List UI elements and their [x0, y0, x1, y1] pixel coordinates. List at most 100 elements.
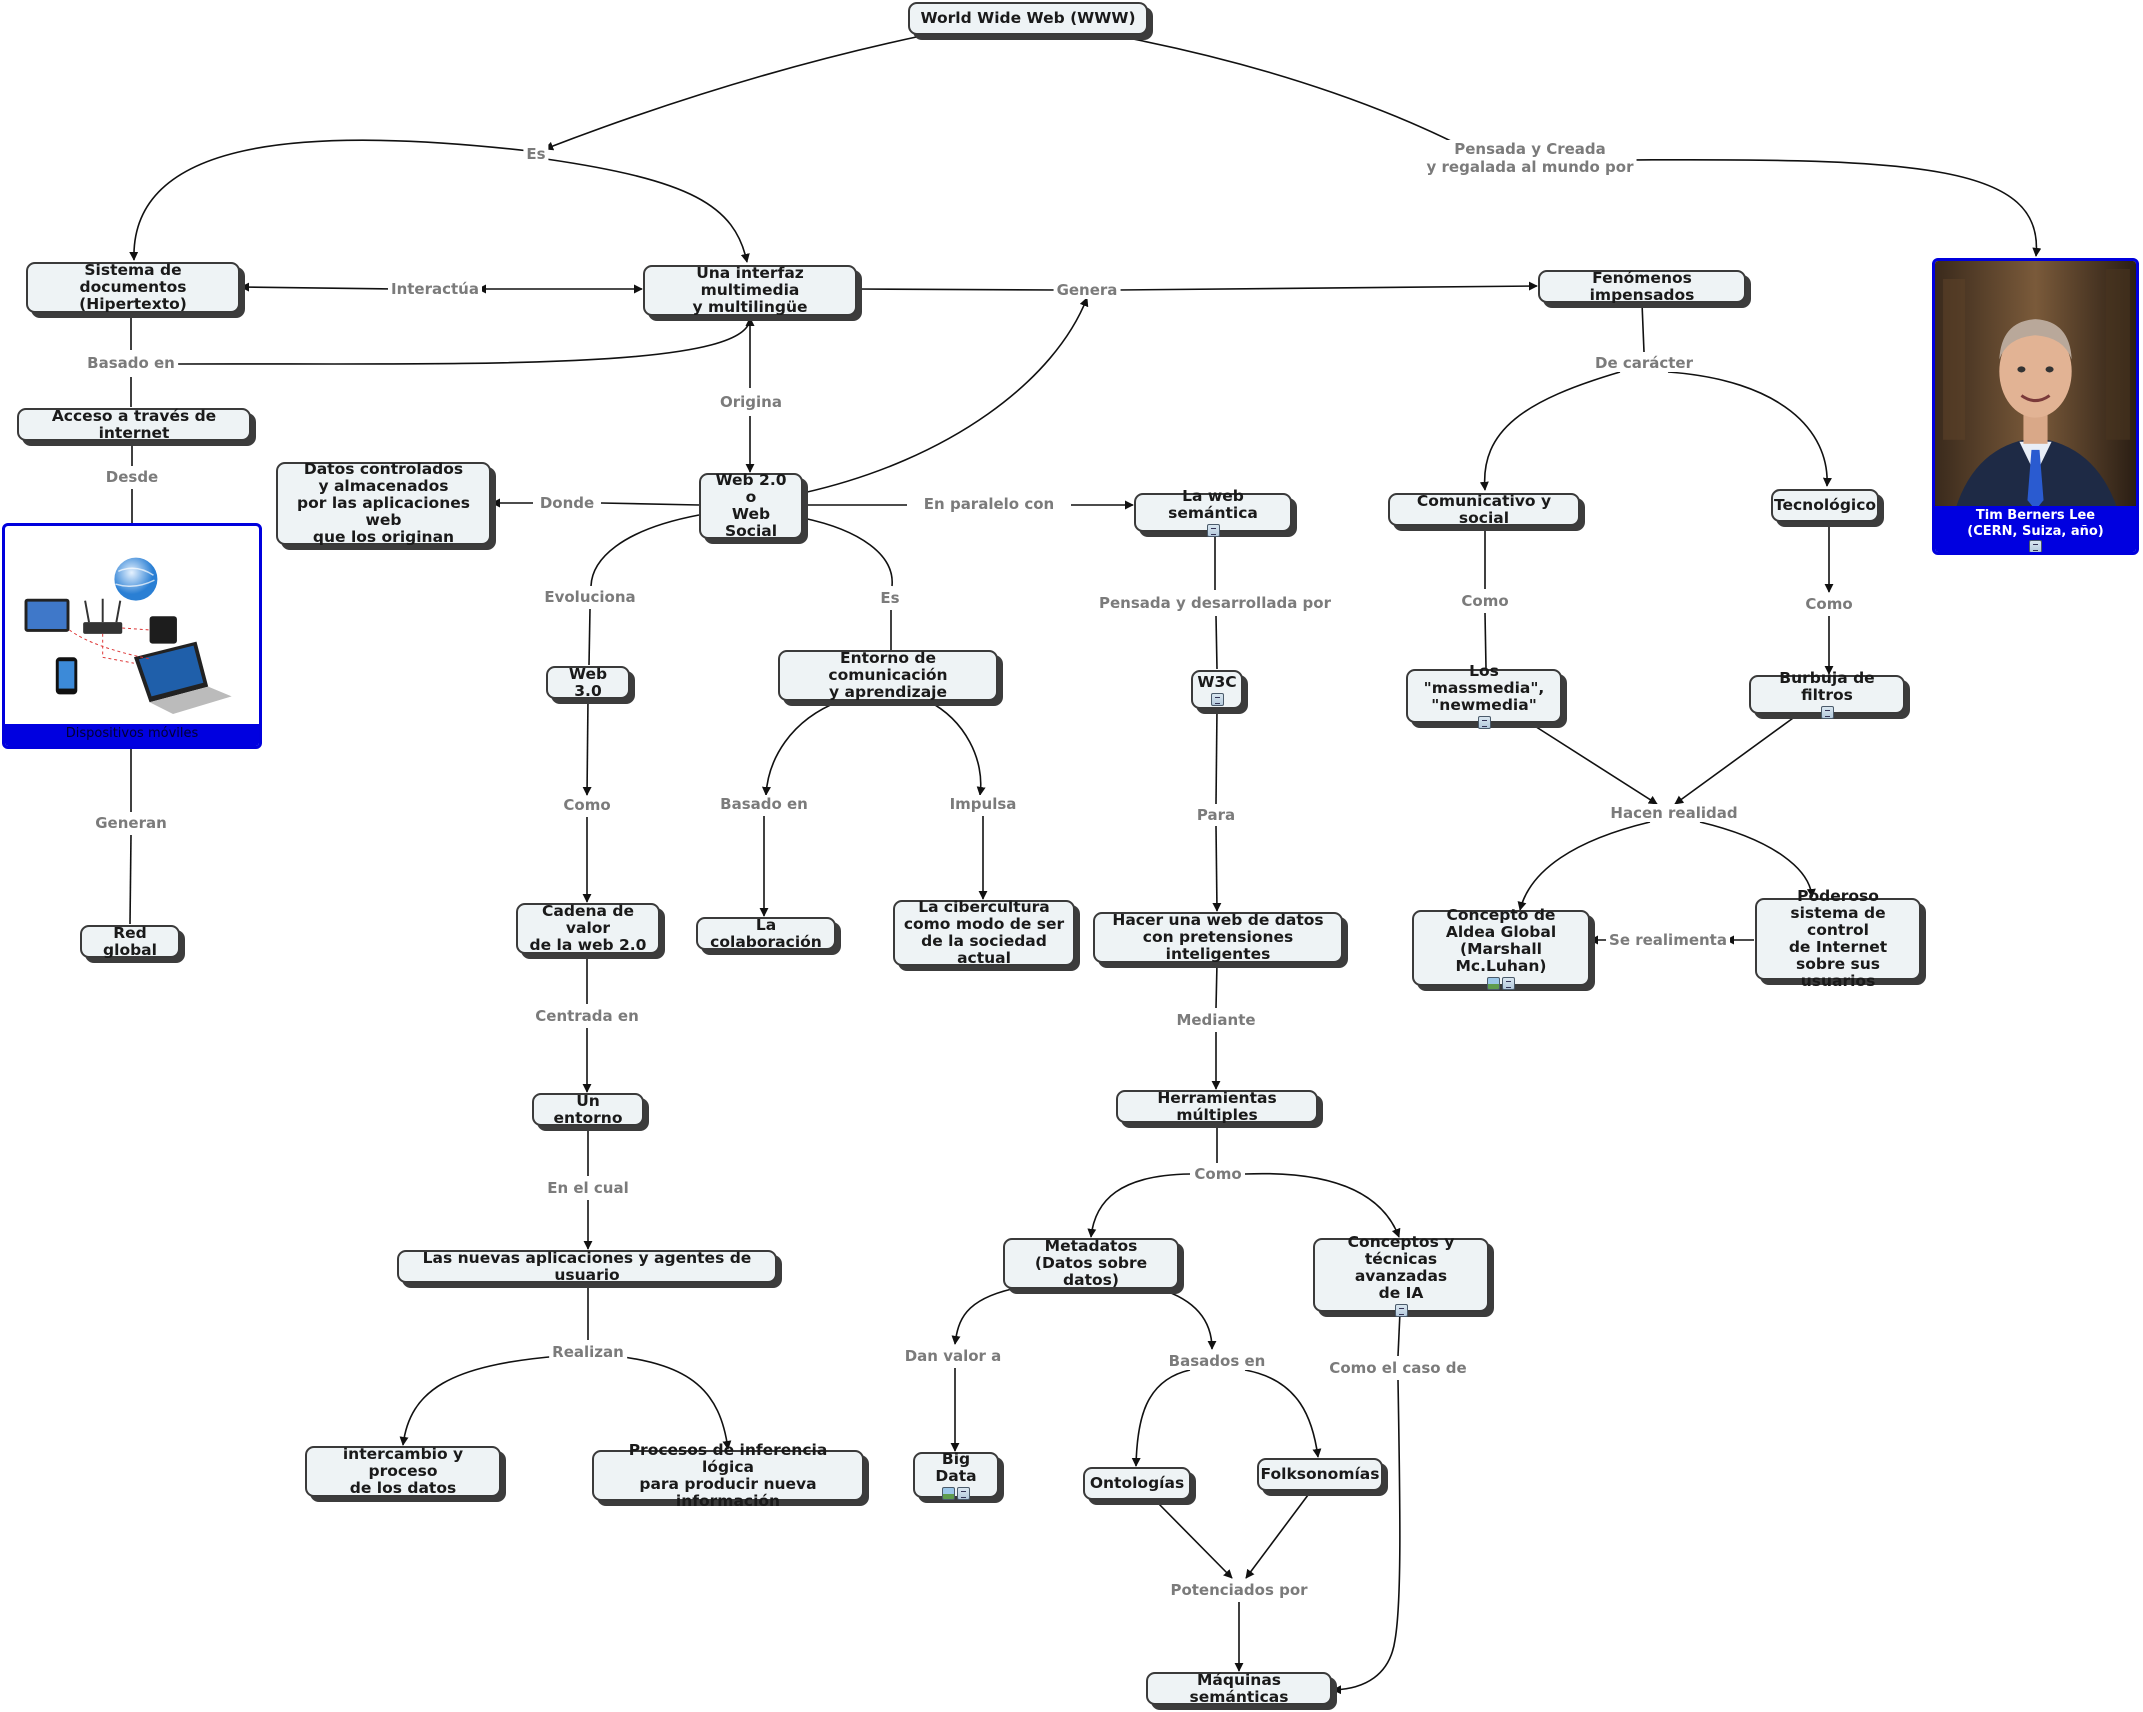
resource-icons: [1210, 692, 1224, 706]
concept-fenomenos[interactable]: Fenómenos impensados: [1538, 268, 1746, 304]
concept-websem[interactable]: La web semántica: [1134, 488, 1292, 537]
link-label-es2: Es: [877, 589, 903, 607]
document-resource-icon[interactable]: [1206, 524, 1220, 537]
connector-70: [1245, 1490, 1312, 1579]
concept-folksonomias[interactable]: Folksonomías: [1257, 1458, 1383, 1491]
connector-60: [399, 1355, 561, 1446]
link-label-pensada: Pensada y Creada y regalada al mundo por: [1423, 140, 1637, 176]
concept-label: Fenómenos impensados: [1589, 268, 1695, 304]
concept-unentorno[interactable]: Un entorno: [532, 1092, 644, 1126]
concept-aldea[interactable]: Concepto de Aldea Global (Marshall Mc.Lu…: [1412, 905, 1590, 990]
concept-metadatos[interactable]: Metadatos (Datos sobre datos): [1003, 1238, 1179, 1289]
concept-ontologias[interactable]: Ontologías: [1083, 1467, 1191, 1500]
concept-nuevasapps[interactable]: Las nuevas aplicaciones y agentes de usu…: [397, 1248, 777, 1284]
document-resource-icon[interactable]: [1820, 706, 1834, 719]
link-label-danvalor: Dan valor a: [901, 1347, 1005, 1365]
link-label-comocaso: Como el caso de: [1326, 1359, 1470, 1377]
concept-massmedia[interactable]: Los "massmedia", "newmedia": [1406, 663, 1562, 729]
connector-4: [1625, 158, 2042, 257]
concept-label: La colaboración: [710, 915, 822, 951]
link-label-pensadades: Pensada y desarrollada por: [1096, 594, 1334, 612]
link-label-potenciados: Potenciados por: [1167, 1581, 1311, 1599]
document-resource-icon[interactable]: [957, 1486, 970, 1500]
concept-conceptosia[interactable]: Conceptos y técnicas avanzadas de IA: [1313, 1233, 1489, 1317]
concept-bigdata[interactable]: Big Data: [913, 1450, 999, 1500]
connector-29: [1215, 615, 1218, 670]
concept-redglobal[interactable]: Red global: [80, 924, 180, 958]
concept-label: World Wide Web (WWW): [920, 9, 1136, 27]
mobile-devices-illustration: [24, 557, 232, 714]
image-concept-tim[interactable]: Tim Berners Lee (CERN, Suiza, año): [1932, 258, 2139, 555]
concept-poderoso[interactable]: Poderoso sistema de control de Internet …: [1755, 888, 1921, 990]
concept-label: Las nuevas aplicaciones y agentes de usu…: [422, 1248, 752, 1284]
link-label-basado2: Basado en: [717, 795, 811, 813]
concept-label: Acceso a través de internet: [51, 406, 217, 442]
concept-tecnologico[interactable]: Tecnológico: [1771, 489, 1879, 522]
connector-15: [1641, 302, 1645, 353]
concept-sistema[interactable]: Sistema de documentos (Hipertexto): [26, 262, 240, 313]
concept-web30[interactable]: Web 3.0: [546, 664, 630, 700]
portrait-photo: [1935, 261, 2136, 511]
concept-label: Hacer una web de datos con pretensiones …: [1112, 911, 1324, 963]
concept-w3c[interactable]: W3C: [1191, 670, 1243, 709]
concept-label: Web 3.0: [568, 664, 608, 700]
connector-58: [1244, 1172, 1401, 1238]
concept-label: Web 2.0 o Web Social: [715, 471, 787, 540]
concept-label: Sistema de documentos (Hipertexto): [79, 261, 187, 313]
connector-62: [951, 1288, 1013, 1345]
connector-25: [588, 608, 591, 666]
connector-1: [1127, 37, 1466, 149]
link-label-como4: Como: [1191, 1165, 1245, 1183]
concept-www[interactable]: World Wide Web (WWW): [908, 2, 1148, 35]
image-caption-text: Dispositivos móviles: [65, 726, 199, 741]
document-resource-icon[interactable]: [1502, 976, 1515, 990]
document-resource-icon[interactable]: [2029, 540, 2042, 552]
connector-35: [129, 834, 132, 925]
image-concept-dispositivos[interactable]: Dispositivos móviles: [2, 523, 262, 749]
concept-burbuja[interactable]: Burbuja de filtros: [1749, 670, 1905, 719]
concept-label: Comunicativo y social: [1416, 491, 1552, 527]
concept-label: Burbuja de filtros: [1779, 669, 1875, 704]
resource-icons: [1394, 1303, 1408, 1317]
connector-31: [1484, 612, 1487, 669]
concept-comunicativo[interactable]: Comunicativo y social: [1388, 491, 1580, 527]
connector-2: [129, 139, 530, 261]
concept-entorno[interactable]: Entorno de comunicación y aprendizaje: [778, 650, 998, 701]
concept-interfaz[interactable]: Una interfaz multimedia y multilingüe: [643, 265, 857, 316]
concept-label: Datos controlados y almacenados por las …: [297, 460, 470, 546]
connector-7: [856, 288, 1058, 291]
concept-intercambio[interactable]: intercambio y proceso de los datos: [305, 1446, 501, 1497]
concept-label: Herramientas múltiples: [1157, 1088, 1277, 1124]
document-resource-icon[interactable]: [1210, 692, 1224, 706]
concept-label: intercambio y proceso de los datos: [342, 1445, 464, 1497]
concept-label: Una interfaz multimedia y multilingüe: [692, 264, 808, 316]
document-resource-icon[interactable]: [1394, 1303, 1408, 1317]
concept-label: Conceptos y técnicas avanzadas de IA: [1347, 1232, 1455, 1302]
concept-label: Concepto de Aldea Global (Marshall Mc.Lu…: [1445, 905, 1557, 975]
concept-datosctrl[interactable]: Datos controlados y almacenados por las …: [276, 460, 491, 546]
concept-herramientas[interactable]: Herramientas múltiples: [1116, 1088, 1318, 1124]
devices-photo: [5, 532, 259, 724]
connector-69: [1154, 1499, 1233, 1579]
concept-hacerweb[interactable]: Hacer una web de datos con pretensiones …: [1093, 912, 1343, 963]
connector-0: [544, 35, 922, 151]
image-resource-icon[interactable]: [942, 1486, 955, 1500]
concept-label: La cibercultura como modo de ser de la s…: [903, 898, 1065, 967]
concept-web20[interactable]: Web 2.0 o Web Social: [699, 471, 803, 540]
concept-cadena[interactable]: Cadena de valor de la web 2.0: [516, 903, 660, 954]
image-resource-icon[interactable]: [1487, 976, 1500, 990]
resource-icons: [1206, 524, 1220, 537]
document-resource-icon[interactable]: [1477, 716, 1491, 729]
concept-maquinas[interactable]: Máquinas semánticas: [1146, 1671, 1332, 1705]
concept-cibercultura[interactable]: La cibercultura como modo de ser de la s…: [893, 898, 1075, 967]
connector-38: [761, 700, 841, 796]
concept-label: Folksonomías: [1260, 1465, 1380, 1483]
connector-64: [1159, 1288, 1217, 1350]
connector-43: [1212, 825, 1222, 912]
connector-45: [1674, 712, 1801, 805]
concept-acceso[interactable]: Acceso a través de internet: [17, 406, 251, 442]
concept-procesos[interactable]: Procesos de inferencia lógica para produ…: [592, 1441, 864, 1509]
concept-colaboracion[interactable]: La colaboración: [696, 915, 836, 951]
connector-61: [615, 1355, 732, 1450]
